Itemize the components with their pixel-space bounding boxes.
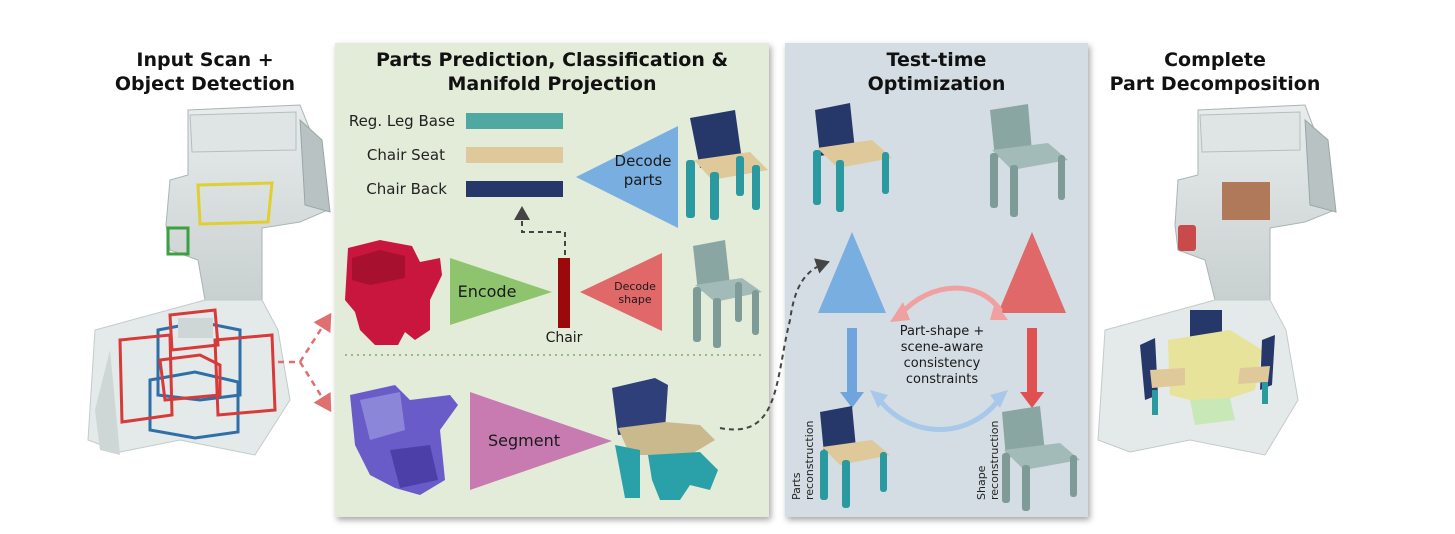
constraints-line3: consistency [903, 356, 981, 371]
opt-parts-chair-top [813, 103, 892, 212]
input-scan-title-line2: Object Detection [114, 73, 296, 95]
parts-prediction-title-line1: Parts Prediction, Classification & [375, 49, 729, 71]
legend-label-leg-base: Reg. Leg Base [348, 112, 455, 130]
parts-chair-render [686, 110, 768, 220]
consistency-arrowhead-blue-left [870, 390, 888, 408]
optimization-title-line1: Test-time [886, 49, 987, 71]
legend-swatch-chair-seat [466, 147, 563, 163]
legend-swatch-leg-base [466, 113, 563, 129]
opt-shape-chair-top [990, 104, 1068, 217]
object-bin [1178, 225, 1196, 251]
decode-parts-label: Decode parts [608, 152, 678, 190]
input-scan-title: Input Scan + Object Detection [100, 48, 310, 96]
object-cabinet [1222, 182, 1270, 220]
decode-parts-line1: Decode [614, 152, 672, 170]
input-scan-title-line1: Input Scan + [136, 49, 274, 71]
segmented-chair-pointcloud [612, 378, 718, 500]
encode-label: Encode [457, 282, 517, 301]
constraints-line1: Part-shape + [899, 324, 985, 339]
shape-chair-render [693, 240, 762, 348]
latent-code-bar [558, 258, 570, 328]
consistency-arrowhead-blue-right [990, 390, 1008, 408]
complete-decomposition-render [1097, 104, 1337, 456]
detection-box-green [166, 226, 190, 256]
encode-block [450, 258, 552, 325]
complete-decomposition-title: Complete Part Decomposition [1105, 48, 1325, 96]
consistency-arrow-red [897, 285, 1003, 318]
legend-swatch-chair-back [466, 181, 563, 197]
constraints-label: Part-shape + scene-aware consistency con… [872, 324, 1012, 388]
constraints-line2: scene-aware [900, 340, 984, 355]
segment-input-pointcloud [350, 385, 458, 495]
segment-block [470, 392, 612, 490]
decode-shape-line1: Decode [614, 280, 656, 293]
consistency-arrow-blue [875, 395, 1003, 432]
decode-shape-label: Decode shape [604, 280, 666, 306]
optimization-title-line2: Optimization [867, 73, 1006, 95]
opt-parts-chair-bottom [820, 406, 890, 508]
decode-parts-line2: parts [623, 171, 663, 189]
complete-decomposition-title-line2: Part Decomposition [1109, 73, 1321, 95]
encoded-voxel-chair [345, 240, 442, 345]
parts-recon-line2: reconstruction [803, 421, 816, 500]
consistency-arrowhead-red-left [890, 302, 910, 322]
constraints-line4: constraints [905, 372, 979, 387]
input-scan-render [87, 104, 331, 456]
legend-label-chair-seat: Chair Seat [366, 146, 445, 164]
latent-code-label: Chair [545, 330, 583, 346]
parts-prediction-title: Parts Prediction, Classification & Manif… [335, 48, 769, 96]
optimization-title: Test-time Optimization [785, 48, 1088, 96]
consistency-arrowhead-red-right [990, 302, 1008, 320]
opt-shape-chair-bottom [1002, 406, 1080, 511]
legend-label-chair-back: Chair Back [366, 180, 447, 198]
decode-parts-block [576, 126, 678, 228]
detection-box-yellow [196, 181, 274, 226]
decode-shape-line2: shape [618, 293, 652, 306]
opt-parts-decoder [818, 232, 886, 313]
complete-decomposition-title-line1: Complete [1164, 49, 1266, 71]
segment-label: Segment [488, 431, 560, 450]
segment-to-optimization-arrow [719, 258, 830, 431]
part-legend [466, 113, 563, 197]
opt-shape-decoder [998, 232, 1066, 313]
parts-recon-line1: Parts [790, 472, 803, 500]
opt-down-arrow-blue [840, 328, 864, 408]
opt-down-arrow-red [1020, 328, 1044, 408]
shape-recon-label: Shape reconstruction [975, 421, 1001, 500]
latent-to-decode-arrow [514, 206, 566, 255]
parts-prediction-title-line2: Manifold Projection [447, 73, 657, 95]
detection-boxes-table-chairs [118, 308, 277, 440]
shape-recon-line2: reconstruction [988, 421, 1001, 500]
parts-recon-label: Parts reconstruction [790, 421, 816, 500]
object-table [1168, 330, 1262, 405]
scan-to-pipeline-arrows [278, 312, 332, 413]
shape-recon-line1: Shape [975, 465, 988, 500]
decode-shape-block [580, 253, 662, 331]
